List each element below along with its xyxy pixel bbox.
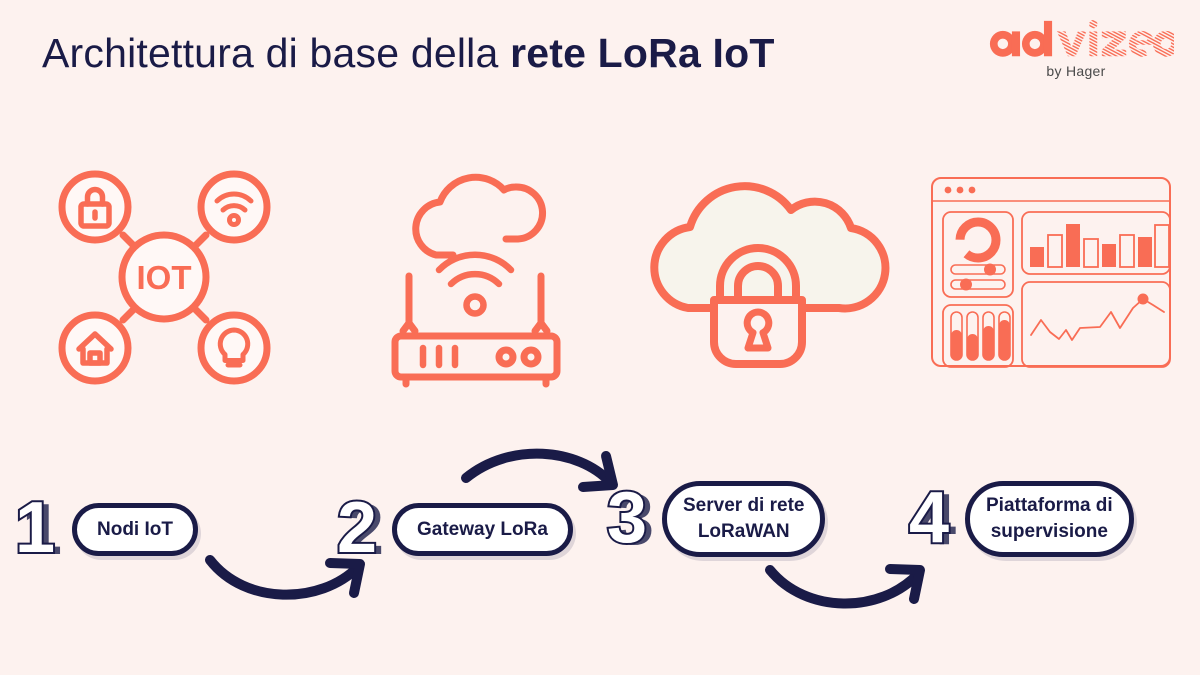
advizeo-wordmark-icon xyxy=(989,20,1174,57)
slider-control xyxy=(950,263,1006,276)
step-number-shadow: 3 xyxy=(614,480,654,560)
gateway-router-icon xyxy=(378,160,578,405)
page-title-emphasis: rete LoRa IoT xyxy=(510,30,775,76)
step-label-2[interactable]: Gateway LoRa xyxy=(392,502,573,556)
lightbulb-icon xyxy=(217,327,251,368)
step-number-shadow: 2 xyxy=(344,490,384,570)
iot-hub-label: IOT xyxy=(137,259,192,296)
dashboard-icon xyxy=(928,160,1178,405)
icon-row: IOT xyxy=(0,160,1200,405)
flow-step-2[interactable]: 2 2 Gateway LoRa xyxy=(330,488,573,570)
arrow-step2-to-step3 xyxy=(461,448,618,492)
step-label-4[interactable]: Piattaforma di supervisione xyxy=(965,481,1134,557)
gauge-bars xyxy=(950,311,1011,361)
logo-tagline: by Hager xyxy=(1046,63,1106,79)
step-label-3-line1: Server di rete xyxy=(683,495,805,516)
step-label-1[interactable]: Nodi IoT xyxy=(72,502,198,556)
iot-nodes-icon: IOT xyxy=(48,160,278,405)
step-number-face: 2 xyxy=(337,488,377,568)
step-number-face: 1 xyxy=(15,488,55,568)
flow-step-3[interactable]: 3 3 Server di rete LoRaWAN xyxy=(600,478,826,560)
line-chart-data-point xyxy=(1137,293,1149,305)
donut-chart xyxy=(955,217,1001,263)
step-label-4-line1: Piattaforma di xyxy=(986,495,1113,516)
step-number-4: 4 4 xyxy=(903,478,965,560)
bar-chart xyxy=(1030,224,1170,268)
step-label-3[interactable]: Server di rete LoRaWAN xyxy=(662,481,826,557)
house-icon xyxy=(76,331,114,366)
flow-step-1[interactable]: 1 1 Nodi IoT xyxy=(10,488,198,570)
step-number-3: 3 3 xyxy=(600,478,662,560)
step-number-shadow: 1 xyxy=(22,490,62,570)
window-dot xyxy=(944,186,952,194)
step-number-face: 4 xyxy=(909,478,949,558)
step-label-4-line2: supervisione xyxy=(990,521,1108,542)
page-title: Architettura di base della rete LoRa IoT xyxy=(42,28,775,78)
step-number-face: 3 xyxy=(607,478,647,558)
page-title-regular: Architettura di base della xyxy=(42,30,511,76)
step-label-3-line2: LoRaWAN xyxy=(697,521,790,542)
step-number-2: 2 2 xyxy=(330,488,392,570)
brand-logo: by Hager xyxy=(978,18,1174,79)
slider-control xyxy=(950,278,1006,291)
line-chart xyxy=(1030,293,1165,341)
window-dot xyxy=(956,186,964,194)
window-dot xyxy=(968,186,976,194)
arrow-step3-to-step4 xyxy=(765,564,925,609)
flow-step-4[interactable]: 4 4 Piattaforma di supervisione xyxy=(903,478,1134,560)
lock-icon xyxy=(78,186,112,229)
process-flow: 1 1 Nodi IoT 2 2 Gateway LoRa 3 3 xyxy=(0,430,1200,675)
step-number-1: 1 1 xyxy=(10,488,72,570)
step-number-shadow: 4 xyxy=(916,480,956,560)
secure-cloud-icon xyxy=(620,160,895,405)
wifi-icon xyxy=(214,191,254,227)
